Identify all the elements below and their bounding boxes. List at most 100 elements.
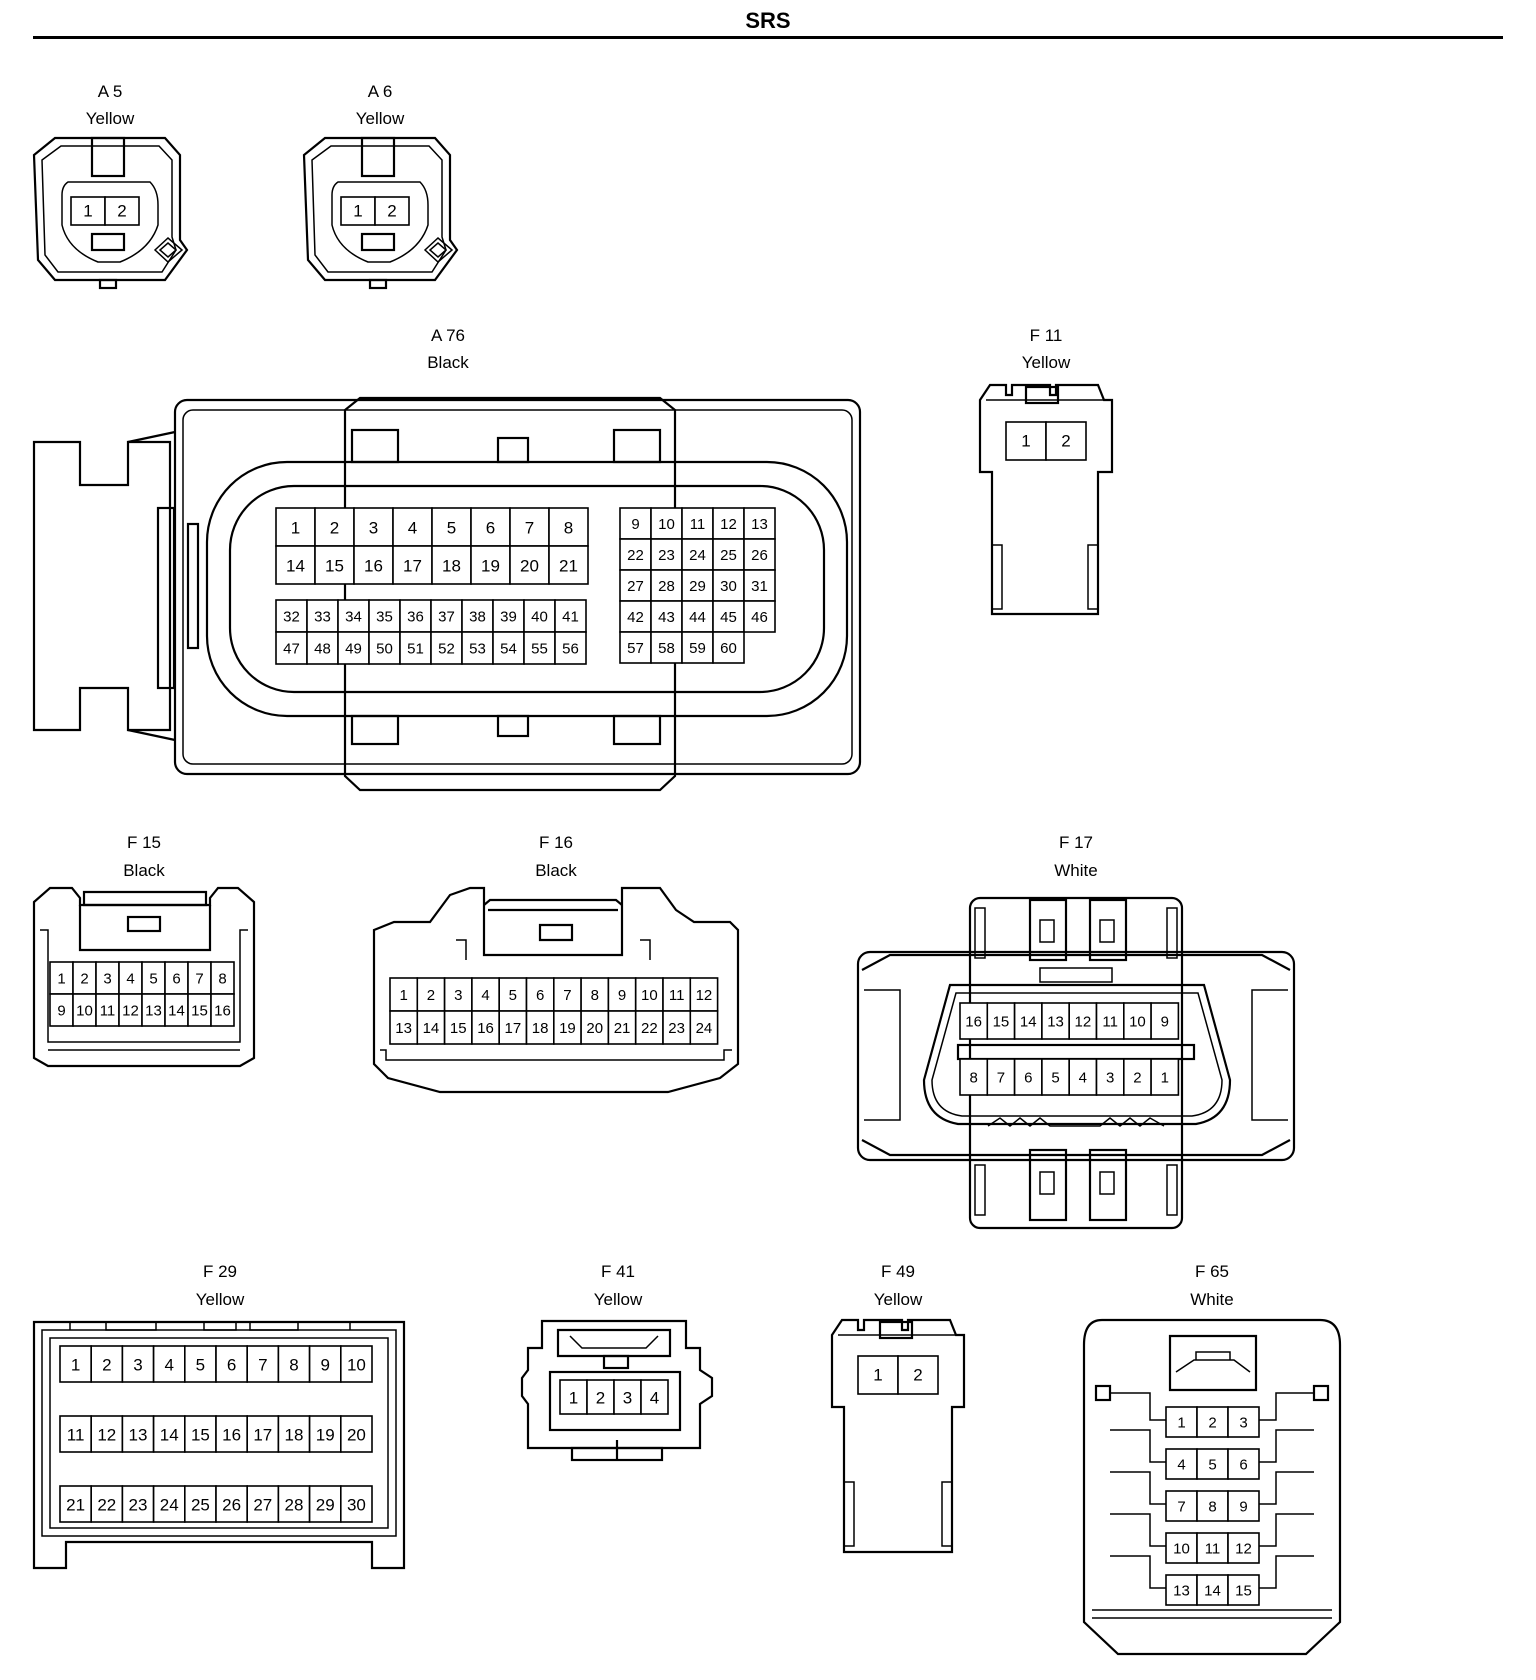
- pin-3: 3: [1239, 1415, 1247, 1432]
- pin-2: 2: [1061, 432, 1070, 451]
- connector-id: A 76: [431, 326, 465, 345]
- pin-cell: [681, 600, 714, 633]
- pin-58: 58: [658, 640, 675, 657]
- pin-cell: [308, 1345, 342, 1383]
- pin-cell: [552, 977, 582, 1012]
- pin-1: 1: [291, 519, 300, 538]
- pin-cell: [275, 507, 316, 547]
- pin-13: 13: [145, 1003, 162, 1020]
- pin-cell: [121, 1415, 155, 1453]
- pin-cell: [1150, 1002, 1180, 1040]
- pin-6: 6: [486, 519, 495, 538]
- pin-21: 21: [66, 1496, 85, 1515]
- pin-7: 7: [258, 1356, 267, 1375]
- pin-cell: [90, 1345, 124, 1383]
- pin-12: 12: [1235, 1541, 1252, 1558]
- pin-13: 13: [129, 1426, 148, 1445]
- pin-cell: [712, 569, 745, 602]
- pin-27: 27: [627, 578, 644, 595]
- pin-29: 29: [316, 1496, 335, 1515]
- pin-1: 1: [57, 971, 65, 988]
- pin-5: 5: [509, 987, 517, 1004]
- pin-21: 21: [614, 1020, 631, 1037]
- pin-cell: [689, 977, 719, 1012]
- pin-15: 15: [191, 1003, 208, 1020]
- pin-8: 8: [289, 1356, 298, 1375]
- pin-17: 17: [505, 1020, 522, 1037]
- pin-53: 53: [469, 641, 486, 658]
- pin-12: 12: [122, 1003, 139, 1020]
- pin-14: 14: [286, 557, 305, 576]
- pin-40: 40: [531, 609, 548, 626]
- pin-11: 11: [669, 987, 685, 1004]
- pin-7: 7: [997, 1070, 1005, 1087]
- pin-cell: [650, 538, 683, 571]
- pin-row: 1 2: [857, 1355, 939, 1395]
- pin-cell: [607, 977, 637, 1012]
- pin-2: 2: [913, 1366, 922, 1385]
- pin-cell: [1165, 1406, 1198, 1438]
- pin-cell: [389, 1010, 419, 1045]
- pin-4: 4: [126, 971, 134, 988]
- pin-18: 18: [442, 557, 461, 576]
- pin-12: 12: [696, 987, 713, 1004]
- pin-5: 5: [196, 1356, 205, 1375]
- pin-cell: [277, 1345, 311, 1383]
- pin-5: 5: [447, 519, 456, 538]
- pin-cell: [353, 545, 394, 585]
- pin-cell: [1196, 1490, 1229, 1522]
- connector-housing: [32, 886, 256, 1068]
- connector-housing: [856, 896, 1296, 1230]
- pin-19: 19: [316, 1426, 335, 1445]
- pin-cell: [1165, 1532, 1198, 1564]
- connector-housing: [32, 1320, 406, 1570]
- pin-5: 5: [1208, 1457, 1216, 1474]
- pin-17: 17: [403, 557, 422, 576]
- pin-6: 6: [1239, 1457, 1247, 1474]
- pin-cell: [525, 1010, 555, 1045]
- pin-4: 4: [1079, 1070, 1087, 1087]
- connector-color: Black: [535, 861, 577, 880]
- connector-id: F 49: [881, 1262, 915, 1281]
- pin-46: 46: [751, 609, 768, 626]
- pin-15: 15: [450, 1020, 467, 1037]
- pin-cell: [339, 1345, 373, 1383]
- pin-23: 23: [129, 1496, 148, 1515]
- pin-cell: [306, 631, 339, 665]
- pin-28: 28: [658, 578, 675, 595]
- pin-16: 16: [364, 557, 383, 576]
- pin-14: 14: [168, 1003, 185, 1020]
- pin-27: 27: [253, 1496, 272, 1515]
- pin-cell: [353, 507, 394, 547]
- connector-id: A 6: [368, 82, 393, 101]
- pin-10: 10: [347, 1356, 366, 1375]
- pin-cell: [743, 600, 776, 633]
- pin-26: 26: [222, 1496, 241, 1515]
- pin-20: 20: [586, 1020, 603, 1037]
- pin-cell: [431, 545, 472, 585]
- pin-18: 18: [285, 1426, 304, 1445]
- pin-23: 23: [658, 547, 675, 564]
- pin-cell: [523, 599, 556, 633]
- pin-18: 18: [532, 1020, 549, 1037]
- page-title: SRS: [745, 8, 791, 33]
- pin-15: 15: [993, 1014, 1010, 1031]
- pin-49: 49: [345, 641, 362, 658]
- pin-1: 1: [83, 202, 92, 221]
- pin-3: 3: [133, 1356, 142, 1375]
- pin-13: 13: [395, 1020, 412, 1037]
- pin-10: 10: [1129, 1014, 1146, 1031]
- pin-24: 24: [696, 1020, 713, 1037]
- connector-color: Black: [427, 353, 469, 372]
- connector-housing: [302, 136, 459, 290]
- pin-19: 19: [481, 557, 500, 576]
- pin-11: 11: [1102, 1014, 1118, 1031]
- pin-48: 48: [314, 641, 331, 658]
- pin-cell: [314, 507, 355, 547]
- connector-color: Yellow: [86, 109, 135, 128]
- pin-3: 3: [623, 1389, 632, 1408]
- pin-cell: [619, 569, 652, 602]
